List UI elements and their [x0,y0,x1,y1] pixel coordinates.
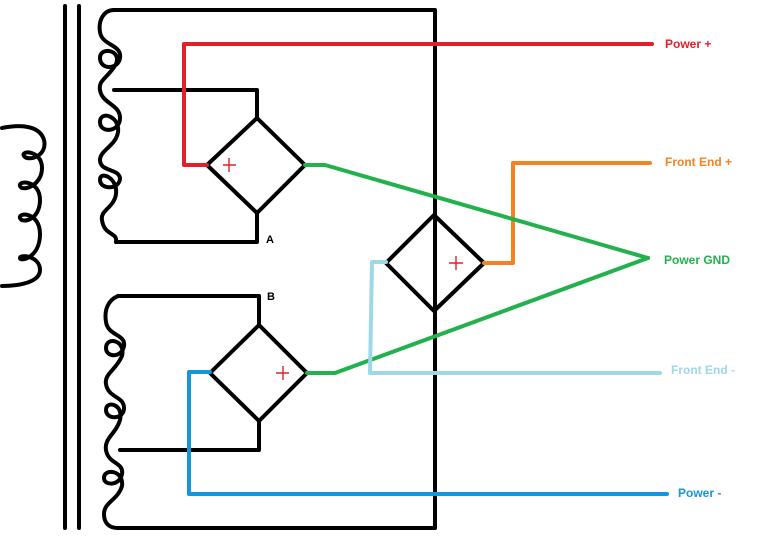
front-end-minus-label: Front End - [671,363,735,377]
frame-top-wire [112,8,437,530]
plus-mark-3 [449,256,463,270]
power-minus-wire [187,370,669,496]
power-gnd-wire-2 [305,256,650,375]
bridge-rectifier-1-icon [205,116,307,215]
bridge-rectifier-3-icon [384,213,486,313]
plus-marks [223,158,463,380]
power-gnd-wire-1 [303,163,650,260]
power-plus-label: Power + [665,37,711,51]
lower-coil-tap-wire [118,419,261,452]
power-gnd-label: Power GND [664,253,730,267]
primary-coil-icon [0,124,47,288]
bridge-rectifier-2-icon [208,323,309,423]
upper-secondary-coil-icon [97,8,123,244]
front-end-plus-wire [482,161,652,265]
plus-mark-1 [223,158,236,172]
power-minus-label: Power - [678,486,721,500]
node-label-b: B [267,291,275,303]
upper-coil-bottom-wire [114,211,259,244]
plus-mark-2 [276,366,289,380]
front-end-minus-wire [368,260,662,375]
lower-secondary-coil-icon [102,294,127,530]
power-plus-wire [182,42,654,167]
lower-coil-top-wire [116,294,261,327]
upper-coil-tap-wire [112,88,259,120]
node-label-a: A [266,234,274,246]
front-end-plus-label: Front End + [665,155,732,169]
